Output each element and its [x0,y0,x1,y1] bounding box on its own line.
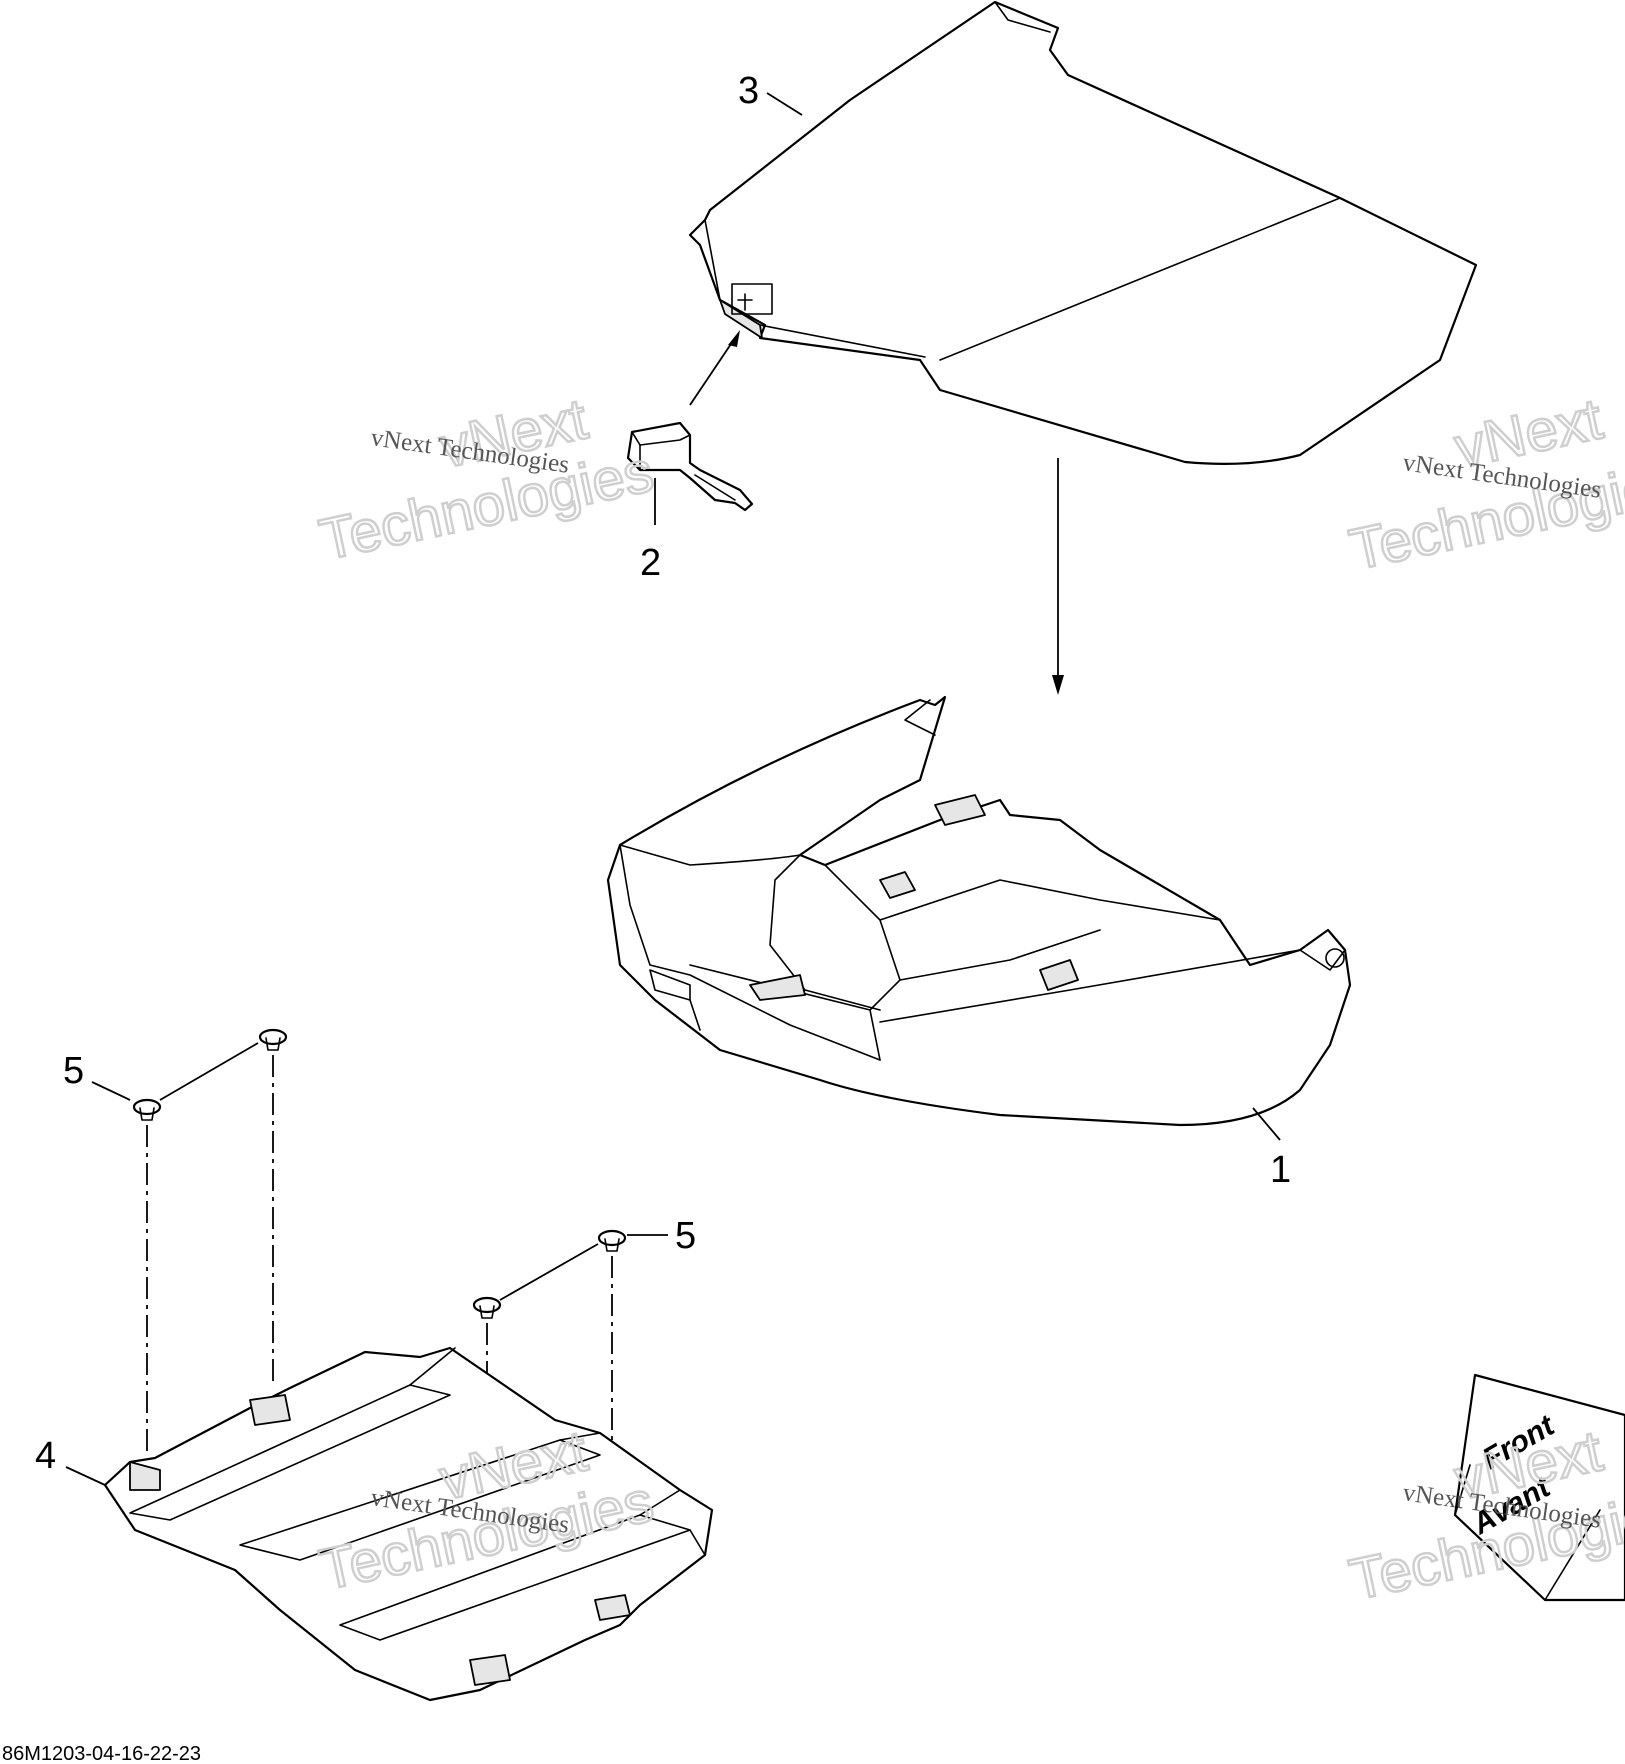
callout-5-lower: 5 [675,1215,696,1257]
watermark-top-right: vNext Technologies vNext Technologies [1343,385,1625,584]
callout-5-upper: 5 [63,1050,84,1092]
callout-1: 1 [1270,1149,1291,1191]
callouts: 3 2 1 4 5 5 [35,70,1291,1486]
callout-2: 2 [640,542,661,584]
assembly-arrow [1052,458,1064,695]
drawing-code: 86M1203-04-16-22-23 [2,1743,201,1764]
callout-4: 4 [35,1435,56,1477]
part-1-console [606,695,1352,1127]
part-3-windshield [688,0,1478,465]
callout-3: 3 [738,70,759,112]
part-4-skid-plate [103,1346,714,1702]
watermark-top-left: vNext Technologies vNext Technologies [313,385,660,574]
front-direction-marker: Front Avant [1453,1373,1625,1602]
part-5-upper-rivets [132,1028,288,1452]
part-2-bracket [626,330,754,512]
